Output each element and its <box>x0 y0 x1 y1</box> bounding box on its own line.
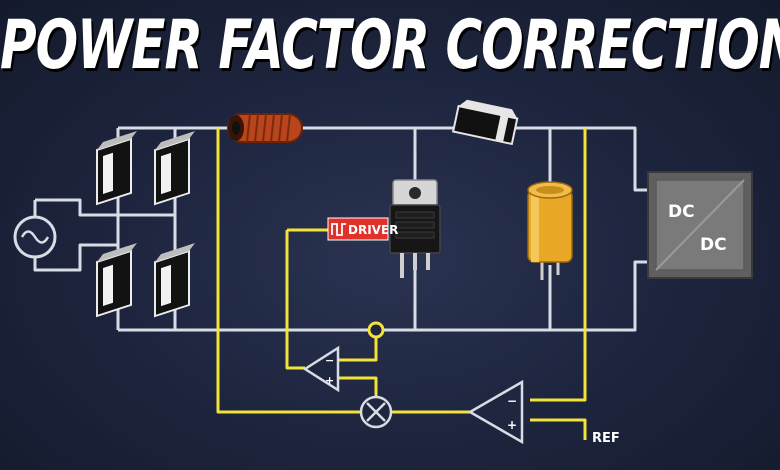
pulse-icon <box>331 223 346 236</box>
diode-bottom-right <box>154 243 195 318</box>
bridge-rectifier <box>96 130 195 318</box>
inductor <box>227 113 303 143</box>
large-opamp-minus: − <box>507 394 517 408</box>
sense-junction <box>367 321 385 339</box>
large-opamp-plus: + <box>507 418 517 432</box>
diode-top-right <box>154 131 195 206</box>
page-title: POWER FACTOR CORRECTION <box>0 6 780 85</box>
reference-label: REF <box>592 431 620 446</box>
diode-top-left <box>96 130 137 206</box>
sine-wave-icon <box>20 230 50 244</box>
dc-dc-converter: DC DC <box>647 171 753 279</box>
control-wires <box>216 128 587 440</box>
converter-top-label: DC <box>668 202 695 222</box>
small-opamp-minus: − <box>325 354 334 367</box>
multiplier <box>359 395 393 429</box>
driver-block: DRIVER <box>327 217 398 241</box>
small-opamp-plus: + <box>325 374 334 387</box>
ac-source <box>13 215 57 259</box>
output-diode <box>451 99 519 146</box>
converter-bottom-label: DC <box>700 235 727 255</box>
mosfet <box>389 179 441 278</box>
electrolytic-capacitor <box>527 181 573 280</box>
large-opamp: − + <box>467 379 524 445</box>
driver-label: DRIVER <box>348 223 398 237</box>
diode-bottom-left <box>96 242 137 318</box>
small-opamp: − + <box>302 345 340 393</box>
